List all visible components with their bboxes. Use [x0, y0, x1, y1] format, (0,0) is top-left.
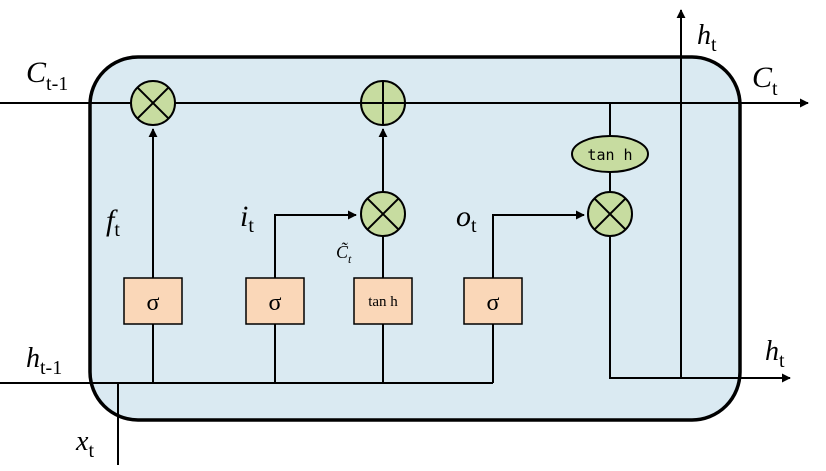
forget-gate-box: σ	[123, 277, 183, 325]
add-icon	[360, 80, 406, 126]
input-gate-box: σ	[245, 277, 305, 325]
cell-tanh-label: tan h	[587, 146, 632, 164]
input-gate-label: σ	[269, 290, 282, 316]
x-input-label: xt	[75, 426, 94, 462]
forget-multiply-icon	[130, 80, 176, 126]
candidate-output-label: C̃t	[336, 242, 352, 266]
input-gate-output-label: it	[240, 200, 254, 237]
output-gate-line	[492, 210, 585, 383]
h-right-label: ht	[765, 336, 785, 372]
hidden-output-line	[609, 236, 791, 383]
input-multiply-icon	[360, 191, 406, 237]
h-top-label: ht	[697, 20, 717, 56]
h-prev-label: ht-1	[26, 343, 62, 379]
output-gate-output-label: ot	[456, 200, 477, 237]
output-gate-box: σ	[463, 277, 523, 325]
candidate-gate-label: tan h	[368, 294, 398, 310]
input-gate-line	[274, 210, 357, 383]
candidate-gate-box: tan h	[353, 277, 413, 325]
output-multiply-icon	[587, 191, 633, 237]
cell-tanh-node: tan h	[571, 135, 649, 173]
forget-gate-label: σ	[147, 290, 160, 316]
output-gate-label: σ	[487, 290, 500, 316]
lstm-cell-body	[88, 55, 742, 422]
c-prev-label: Ct-1	[26, 56, 68, 95]
c-out-label: Ct	[752, 61, 778, 100]
